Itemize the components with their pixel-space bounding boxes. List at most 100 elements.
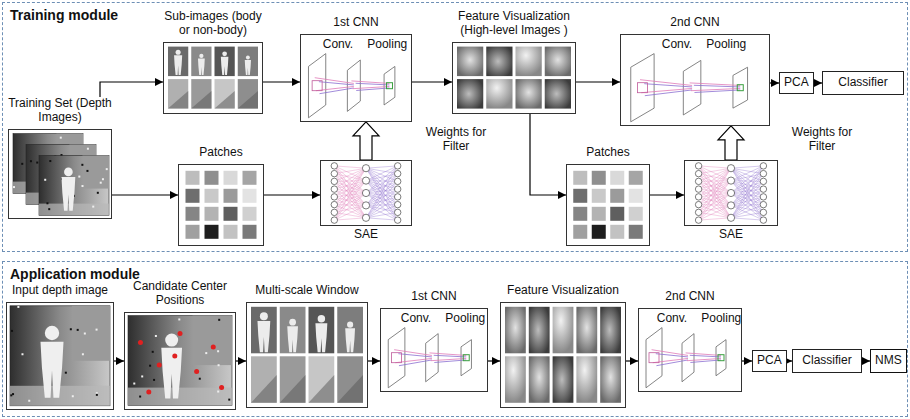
- panel-heading: Input depth image: [6, 284, 114, 298]
- receptive-field: [392, 353, 402, 363]
- feature-tile: [516, 79, 542, 109]
- feature-map: [426, 334, 438, 382]
- image-frame: Conv.Pooling: [380, 308, 488, 392]
- network-link: [699, 180, 731, 182]
- depth-illustration: [10, 306, 110, 406]
- background-shape: [251, 375, 277, 403]
- layer-label: Conv.: [323, 38, 353, 52]
- person-head: [318, 315, 325, 322]
- panel-heading: Training Set (Depth Images): [8, 97, 112, 125]
- depth-noise: [81, 164, 83, 166]
- network-link: [731, 204, 763, 206]
- connectors: [100, 82, 870, 361]
- network-link: [366, 166, 398, 218]
- network-unit: [695, 217, 701, 223]
- depth-noise: [28, 400, 30, 402]
- patch-square: [610, 171, 624, 185]
- feature-tile: [553, 307, 574, 354]
- depth-noise: [205, 352, 207, 354]
- feature-tile: [545, 79, 571, 109]
- feature-tile: [600, 307, 621, 354]
- person-head: [176, 50, 181, 55]
- body-sample: [168, 47, 188, 77]
- network-link: [731, 197, 763, 218]
- panel-heading: Patches: [178, 146, 264, 160]
- depth-noise: [86, 170, 88, 172]
- weights-label: Weights for Filter: [416, 126, 496, 154]
- depth-noise: [218, 319, 220, 321]
- network-link: [366, 197, 398, 218]
- weights-arrow: [353, 122, 379, 160]
- network-link: [334, 181, 366, 221]
- depth-noise: [84, 333, 86, 335]
- network-unit: [760, 186, 766, 192]
- network-frame: [684, 160, 778, 226]
- network-frame: [320, 160, 412, 226]
- network-link: [366, 212, 398, 217]
- image-frame: Conv.Pooling: [638, 308, 742, 392]
- network-link: [731, 166, 763, 218]
- box-label: Classifier: [802, 354, 851, 368]
- network-unit: [331, 217, 337, 223]
- patch-square: [205, 171, 219, 185]
- person-head: [64, 168, 73, 177]
- image-panel: Multi-scale Window: [246, 284, 368, 408]
- non-body-sample: [280, 356, 306, 403]
- person-head: [45, 326, 59, 340]
- network-link: [334, 218, 366, 220]
- network-link: [731, 174, 763, 218]
- patch-square: [629, 225, 643, 239]
- patch-square: [186, 225, 200, 239]
- layer-label: Pooling: [701, 312, 741, 326]
- feature-map: [716, 340, 726, 376]
- feature-map: [733, 67, 748, 108]
- network-link: [731, 168, 763, 212]
- layer-labels: Conv.Pooling: [301, 35, 411, 52]
- network-link: [699, 166, 731, 218]
- flow-arrow: [814, 82, 822, 83]
- patch-square: [610, 189, 624, 203]
- flow-arrow: [742, 360, 752, 361]
- image-frame: [6, 302, 114, 410]
- connection-line: [640, 80, 692, 86]
- feature-tile: [600, 356, 621, 403]
- patch-square: [205, 189, 219, 203]
- person-head: [199, 54, 203, 58]
- non-body-sample: [309, 356, 335, 403]
- panel-heading: Patches: [566, 146, 650, 160]
- feature-map: [631, 54, 654, 122]
- background-shape: [191, 91, 211, 109]
- depth-noise: [217, 350, 219, 352]
- image-frame: Conv.Pooling: [620, 34, 770, 126]
- depth-noise: [97, 192, 99, 194]
- network-link: [334, 166, 366, 218]
- image-frame: [163, 42, 263, 114]
- network-link: [699, 168, 731, 212]
- cnn-illustration: [388, 328, 471, 388]
- depth-noise: [82, 353, 84, 355]
- module-title: Application module: [10, 266, 140, 282]
- image-panel: Sub-images (body or non-body): [163, 10, 263, 114]
- depth-noise: [178, 318, 180, 320]
- network-label: SAE: [684, 228, 778, 242]
- depth-image: [128, 316, 232, 406]
- image-frame: [8, 129, 112, 219]
- depth-noise: [60, 137, 62, 139]
- depth-noise: [217, 391, 219, 393]
- weights-arrow: [718, 126, 744, 160]
- body-sample: [238, 47, 258, 77]
- feature-tile: [553, 356, 574, 403]
- depth-noise: [46, 202, 48, 204]
- patch-square: [224, 207, 238, 221]
- network-link: [699, 181, 731, 190]
- process-box: PCA: [779, 72, 814, 94]
- network-link: [731, 189, 763, 218]
- layer-label: Pooling: [445, 312, 485, 326]
- flow-arrow: [650, 194, 684, 195]
- depth-noise: [87, 148, 89, 150]
- network-link: [731, 181, 763, 217]
- panel-heading: Feature Visualization (High-level Images…: [452, 10, 576, 38]
- patch-square: [243, 189, 257, 203]
- process-box: PCA: [752, 350, 787, 372]
- depth-noise: [21, 353, 23, 355]
